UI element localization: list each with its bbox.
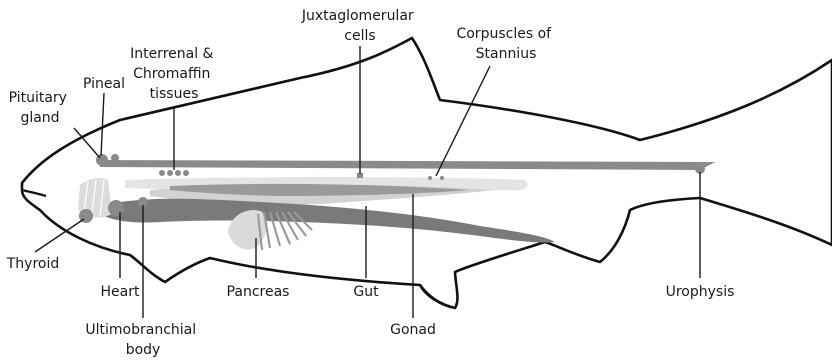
label-thyroid: Thyroid	[6, 256, 60, 272]
label-gonad: Gonad	[390, 322, 436, 338]
label-ultimobranchial: Ultimobranchial body	[85, 322, 200, 358]
label-pituitary: Pituitary gland	[9, 90, 72, 126]
label-gut: Gut	[353, 284, 379, 300]
pituitary-gland-2	[111, 154, 119, 162]
label-pineal: Pineal	[83, 76, 125, 92]
label-juxtaglomerular: Juxtaglomerular cells	[301, 8, 418, 44]
label-heart: Heart	[101, 284, 140, 300]
corpuscle-1	[428, 176, 432, 180]
corpuscle-2	[440, 176, 444, 180]
label-urophysis: Urophysis	[666, 284, 735, 300]
label-corpuscles: Corpuscles of Stannius	[456, 26, 555, 62]
heart-organ	[108, 200, 124, 216]
label-pancreas: Pancreas	[227, 284, 290, 300]
label-interrenal: Interrenal & Chromaffin tissues	[130, 46, 218, 102]
